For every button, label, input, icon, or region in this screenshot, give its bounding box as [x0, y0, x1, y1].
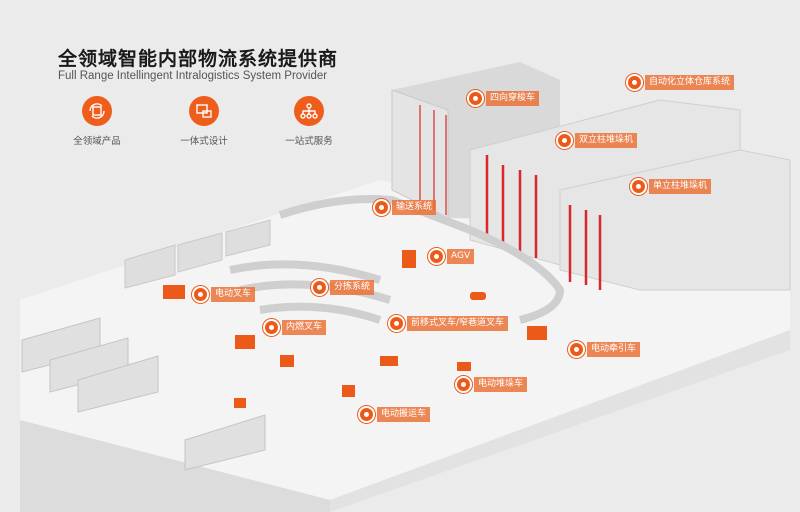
- marker-icon: [428, 248, 445, 265]
- marker-icon: [556, 132, 573, 149]
- marker-icon: [626, 74, 643, 91]
- tag-double-mast: 双立柱堆垛机: [556, 132, 638, 149]
- tag-tow-tractor: 电动牵引车: [568, 341, 641, 358]
- marker-icon: [373, 199, 390, 216]
- tag-electric-forklift: 电动叉车: [192, 286, 256, 303]
- double-mast-racks: [469, 99, 791, 291]
- feature-label: 一体式设计: [180, 136, 228, 147]
- marker-icon: [192, 286, 209, 303]
- marker-icon: [311, 279, 328, 296]
- tag-conveyor: 输送系统: [373, 199, 437, 216]
- hierarchy-icon: [294, 96, 324, 126]
- tag-asrs: 自动化立体仓库系统: [626, 74, 735, 91]
- tag-single-mast: 单立柱堆垛机: [630, 178, 712, 195]
- feature-label: 全领域产品: [73, 136, 121, 147]
- tag-ic-forklift: 内燃叉车: [263, 319, 327, 336]
- marker-icon: [388, 315, 405, 332]
- tag-agv: AGV: [428, 248, 475, 265]
- feature-integrated-design: 一体式设计: [164, 96, 244, 147]
- cycle-box-icon: [82, 96, 112, 126]
- tag-sorting: 分拣系统: [311, 279, 375, 296]
- marker-icon: [467, 90, 484, 107]
- page-subtitle: Full Range Intellingent Intralogistics S…: [58, 70, 328, 82]
- marker-icon: [358, 406, 375, 423]
- marker-icon: [630, 178, 647, 195]
- design-screen-icon: [189, 96, 219, 126]
- tag-reach-truck: 前移式叉车/窄巷道叉车: [388, 315, 509, 332]
- marker-icon: [568, 341, 585, 358]
- tag-pallet-truck: 电动搬运车: [358, 406, 431, 423]
- marker-icon: [455, 376, 472, 393]
- feature-one-stop-service: 一站式服务: [269, 96, 349, 147]
- page-title: 全领域智能内部物流系统提供商: [58, 48, 339, 70]
- feature-full-range: 全领域产品: [57, 96, 137, 147]
- marker-icon: [263, 319, 280, 336]
- trucks: [21, 317, 266, 471]
- tag-shuttle: 四向穿梭车: [467, 90, 540, 107]
- tag-stacker: 电动堆垛车: [455, 376, 528, 393]
- feature-label: 一站式服务: [285, 136, 333, 147]
